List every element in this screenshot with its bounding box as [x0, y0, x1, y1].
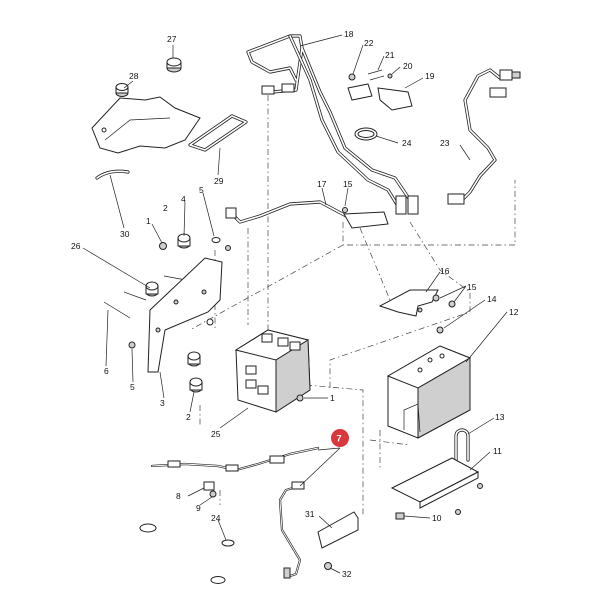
part-4-washer — [211, 237, 221, 243]
part-24-o-ring — [354, 127, 378, 141]
callout-22: 22 — [364, 38, 374, 48]
callout-7-highlight[interactable]: 7 — [331, 429, 349, 447]
callout-4: 4 — [181, 194, 186, 204]
part-5-nut-lower — [128, 341, 136, 349]
part-13-u-clip — [454, 428, 470, 462]
part-14-washer — [436, 326, 444, 334]
part-30-cable — [95, 169, 130, 180]
callout-16: 16 — [440, 266, 450, 276]
part-25-modulator — [234, 329, 311, 413]
callout-32: 32 — [342, 569, 352, 579]
callout-7: 7 — [337, 434, 342, 444]
part-16-bracket — [378, 289, 439, 317]
part-28-heat-shield — [91, 83, 201, 154]
callout-15-upper: 15 — [343, 179, 353, 189]
part-2-isolator-upper — [177, 233, 191, 249]
callout-30: 30 — [120, 229, 130, 239]
callout-26: 26 — [71, 241, 81, 251]
callout-29: 29 — [214, 176, 224, 186]
part-21-bolt — [367, 69, 385, 81]
part-12-cover — [386, 345, 472, 439]
callout-9: 9 — [196, 503, 201, 513]
part-27-cap — [166, 57, 182, 73]
part-2-isolator-26 — [145, 281, 159, 297]
part-20-screw — [387, 73, 393, 79]
part-2-isolator-lower — [187, 351, 203, 393]
part-5-nut-upper — [225, 245, 231, 251]
callout-27: 27 — [167, 34, 177, 44]
part-22-nut — [348, 73, 356, 81]
callout-15-right: 15 — [467, 282, 477, 292]
callout-14: 14 — [487, 294, 497, 304]
callout-18: 18 — [344, 29, 354, 39]
highlight-marker — [331, 429, 349, 447]
part-32-nut — [324, 562, 332, 570]
callout-23: 23 — [440, 138, 450, 148]
part-8-clip — [203, 481, 215, 491]
part-18-hose-assembly — [246, 34, 419, 215]
callout-24-lower: 24 — [211, 513, 221, 523]
part-24-clamp-lower — [139, 523, 235, 584]
callout-3: 3 — [160, 398, 165, 408]
part-17-pipe — [225, 200, 389, 229]
callout-12: 12 — [509, 307, 519, 317]
part-3-bracket — [147, 257, 223, 373]
part-1-nut-upper — [159, 242, 167, 250]
callout-28: 28 — [129, 71, 139, 81]
callout-labels: 27 28 29 30 18 22 21 20 19 24 23 17 15 5… — [71, 29, 519, 579]
callout-13: 13 — [495, 412, 505, 422]
part-11-plate — [390, 457, 480, 509]
leader-lines — [82, 34, 508, 574]
callout-25: 25 — [211, 429, 221, 439]
callout-1-lower: 1 — [330, 393, 335, 403]
part-29-strap — [188, 114, 248, 152]
callout-5-upper: 5 — [199, 185, 204, 195]
assembly-lines — [189, 95, 516, 515]
part-31-bracket — [317, 511, 359, 549]
part-23-hose — [447, 68, 521, 205]
callout-10: 10 — [432, 513, 442, 523]
callout-17: 17 — [317, 179, 327, 189]
part-1-nut-lower — [296, 394, 304, 402]
callout-11: 11 — [493, 446, 502, 456]
part-15-nut-upper — [342, 207, 348, 213]
part-15-nuts-right — [432, 294, 456, 308]
part-7-sensor-cable — [150, 446, 320, 579]
part-19-bracket — [347, 83, 413, 111]
callout-5-lower: 5 — [130, 382, 135, 392]
callout-19: 19 — [425, 71, 435, 81]
callout-24-upper: 24 — [402, 138, 412, 148]
callout-31: 31 — [305, 509, 315, 519]
callout-1-upper: 1 — [146, 216, 151, 226]
callout-21: 21 — [385, 50, 395, 60]
part-9-screw — [209, 490, 217, 498]
callout-8: 8 — [176, 491, 181, 501]
callout-20: 20 — [403, 61, 413, 71]
callout-2-upper: 2 — [163, 203, 168, 213]
callout-6: 6 — [104, 366, 109, 376]
callout-2-lower: 2 — [186, 412, 191, 422]
